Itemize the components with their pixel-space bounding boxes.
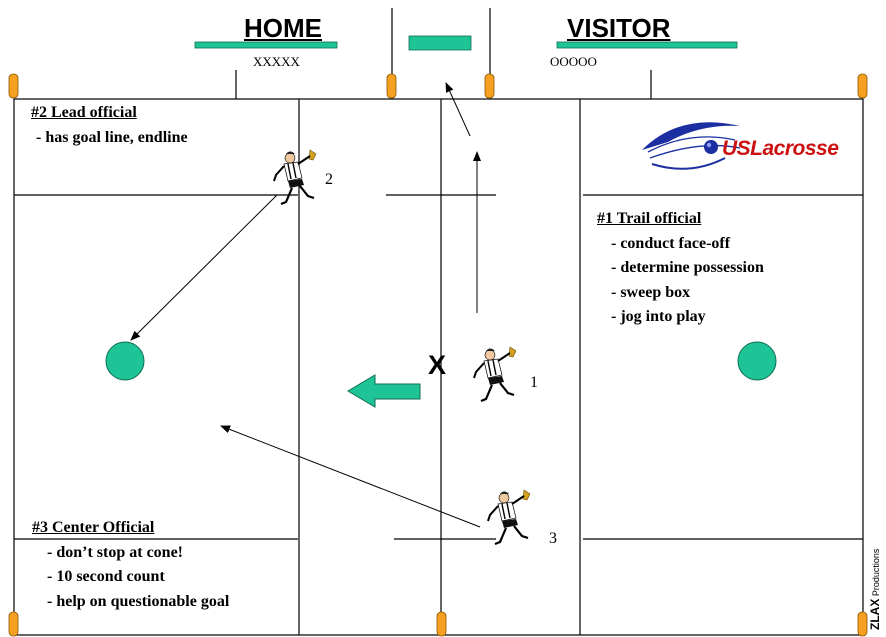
cone-bottom-left bbox=[8, 611, 19, 637]
lead-official-title: #2 Lead official bbox=[31, 104, 137, 121]
uslacrosse-logo-mark bbox=[642, 122, 741, 170]
cone-bottom-center bbox=[436, 611, 447, 637]
trail-upper-arrow bbox=[445, 82, 471, 137]
cone-top-table-left bbox=[386, 73, 397, 99]
center-official-title: #3 Center Official bbox=[32, 519, 155, 536]
trail-official-title: #1 Trail official bbox=[597, 210, 702, 227]
visitor-bench-marks: OOOOO bbox=[550, 54, 597, 69]
cone-top-left bbox=[8, 73, 19, 99]
center-duty: - help on questionable goal bbox=[47, 592, 230, 610]
center-duty: - don’t stop at cone! bbox=[47, 543, 183, 561]
trail-duty: - conduct face-off bbox=[611, 234, 731, 252]
center-path-arrow bbox=[220, 425, 481, 528]
official-1-figure bbox=[473, 346, 517, 403]
center-official-notes: #3 Center Official - don’t stop at cone!… bbox=[32, 516, 229, 614]
home-bar bbox=[194, 41, 338, 49]
cone-bottom-right bbox=[857, 611, 868, 637]
credit-text: Productions bbox=[871, 548, 881, 597]
lead-duty: - has goal line, endline bbox=[36, 128, 188, 146]
possession-arrow bbox=[347, 374, 421, 408]
trail-duty: - jog into play bbox=[611, 308, 706, 325]
official-3-figure bbox=[487, 489, 531, 546]
uslacrosse-logo-text: USLacrosse bbox=[722, 137, 839, 160]
official-1-number: 1 bbox=[530, 374, 538, 391]
zlax-credit: ZLAX Productions bbox=[868, 549, 882, 630]
home-bench-marks: XXXXX bbox=[253, 54, 300, 69]
trail-duty: - determine possession bbox=[611, 259, 764, 276]
trail-duty: - sweep box bbox=[611, 283, 691, 301]
credit-brand: ZLAX bbox=[868, 598, 882, 630]
scorer-table-bar bbox=[408, 35, 472, 51]
right-goal-crease bbox=[737, 341, 777, 381]
home-label: HOME bbox=[244, 13, 322, 43]
faceoff-x-mark: X bbox=[428, 350, 447, 380]
official-2-figure bbox=[273, 149, 317, 206]
visitor-label: VISITOR bbox=[567, 13, 671, 43]
cone-top-right bbox=[857, 73, 868, 99]
official-2-number: 2 bbox=[325, 171, 333, 188]
lead-official-notes: #2 Lead official - has goal line, endlin… bbox=[31, 101, 188, 150]
center-duty: - 10 second count bbox=[47, 568, 165, 585]
official-3-number: 3 bbox=[549, 530, 557, 547]
left-goal-crease bbox=[105, 341, 145, 381]
cone-top-table-right bbox=[484, 73, 495, 99]
visitor-bar bbox=[556, 41, 738, 49]
lead-path-arrow bbox=[130, 194, 278, 341]
trail-official-notes: #1 Trail official - conduct face-off - d… bbox=[597, 207, 764, 330]
